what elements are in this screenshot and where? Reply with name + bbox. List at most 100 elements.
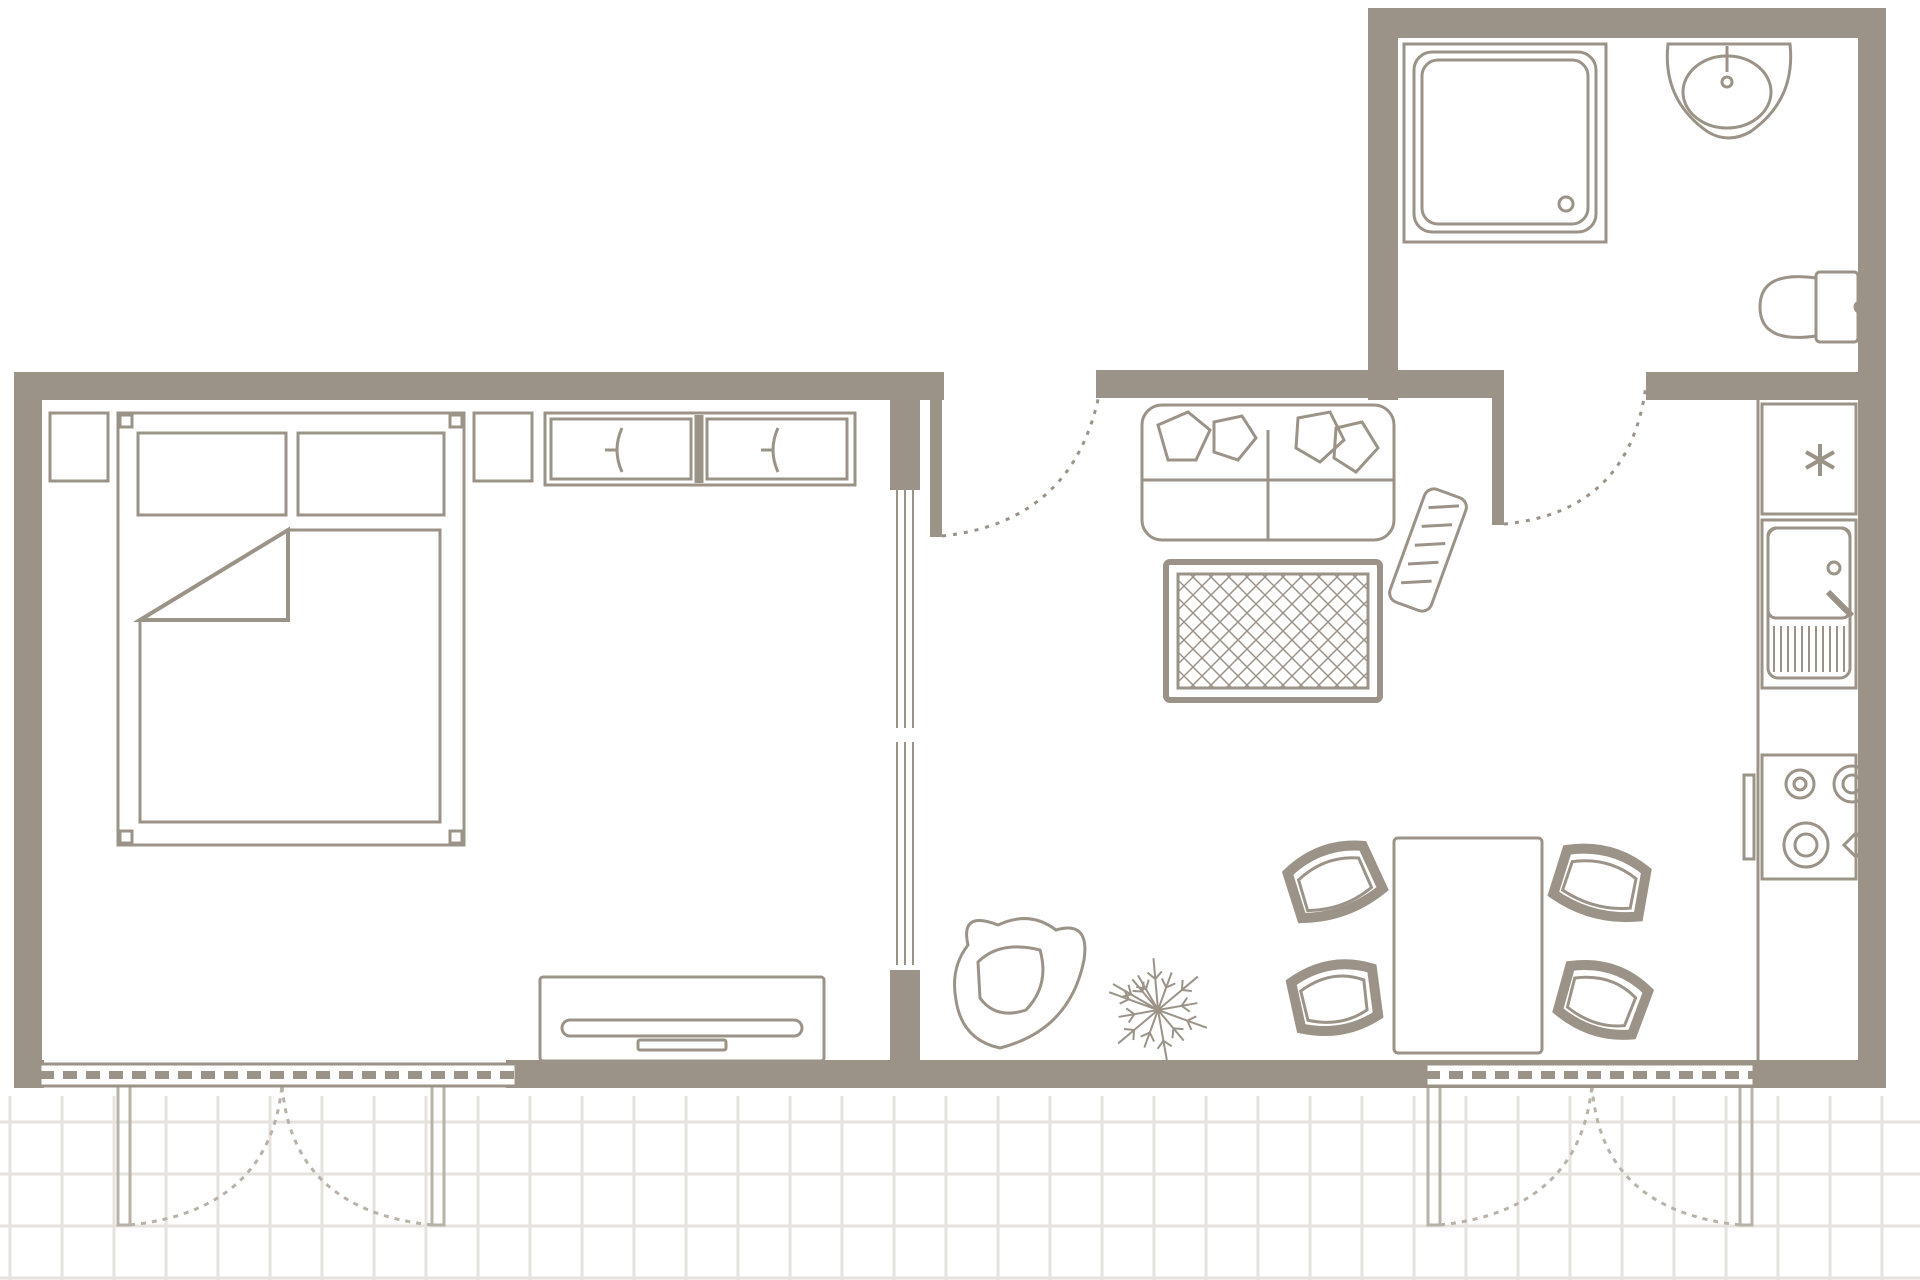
plant-leaf <box>1157 1009 1185 1042</box>
rug-hatch-line <box>1424 574 1538 688</box>
living-furniture <box>953 403 1655 1062</box>
rug-hatch-line <box>1333 652 1368 688</box>
plant-leaflet <box>1180 979 1184 991</box>
door-swings <box>941 384 1648 538</box>
rug-hatch-line <box>1388 574 1502 688</box>
rug <box>1163 559 1592 703</box>
rug-hatch-line <box>1178 574 1233 630</box>
wall-partition-top <box>890 398 920 490</box>
plant-leaflet <box>1127 984 1132 995</box>
tv-console <box>538 975 826 1063</box>
rug-hatch-line <box>1189 574 1305 688</box>
living-window <box>1424 1062 1756 1088</box>
rug-hatch-line <box>1406 574 1520 688</box>
plant-leaflet <box>1181 988 1192 992</box>
rug-hatch-line <box>1460 574 1574 688</box>
plant-leaflet <box>1132 989 1143 993</box>
rug-hatch-line <box>1279 598 1368 688</box>
dining-table <box>1392 836 1544 1055</box>
rug-hatch-line <box>1460 574 1574 688</box>
bedroom-door-swing <box>941 389 1102 538</box>
shower-tray <box>1402 42 1608 244</box>
armchair <box>953 917 1087 1050</box>
rug-hatch-line <box>1178 632 1233 688</box>
rug-hatch-line <box>1370 574 1484 688</box>
terrace-paving <box>0 1096 1920 1280</box>
rug-hatch-line <box>1178 574 1215 612</box>
chair-sw <box>1285 959 1384 1037</box>
wall-bath-left <box>1368 8 1398 400</box>
plant-leaflet <box>1173 1027 1184 1031</box>
plant-leaflet <box>1132 1029 1136 1041</box>
chair-se <box>1552 960 1655 1040</box>
plant-leaflet <box>1186 1020 1193 1031</box>
plant-leaflet <box>1124 1028 1135 1032</box>
plant-leaf <box>1131 978 1159 1011</box>
stove <box>1742 753 1872 881</box>
plant-leaflet <box>1141 981 1145 992</box>
plant-leaflet <box>1156 1040 1165 1050</box>
plant-leaflet <box>1154 970 1163 980</box>
cushion <box>1212 414 1258 462</box>
rug-hatch-line <box>1442 574 1556 688</box>
rug-hatch-line <box>1178 686 1179 688</box>
rug-hatch-line <box>1333 574 1368 610</box>
plant-leaflet <box>1140 1031 1151 1038</box>
wall-bedroom-top <box>14 372 944 400</box>
plant-leaflet <box>1186 1015 1197 1022</box>
plant-leaf <box>1157 972 1173 1011</box>
plant-leaf <box>1118 1009 1159 1018</box>
plant-leaflet <box>1148 1032 1156 1042</box>
plant-leaflet <box>1125 1007 1135 1015</box>
plant-leaf <box>1157 1009 1208 1029</box>
door-leaf-left-b <box>430 1083 446 1227</box>
toilet <box>1758 270 1867 344</box>
plant-leaf <box>1108 991 1159 1011</box>
plant-icon <box>1108 958 1208 1062</box>
wall-bath-door-jamb <box>1492 370 1504 525</box>
plant-leaflet <box>1165 982 1176 989</box>
plant-leaflet <box>1123 989 1130 1000</box>
rug-hatch-line <box>1388 574 1502 688</box>
rug-hatch-line <box>1315 574 1368 628</box>
nightstand-right <box>472 411 534 483</box>
door-leaf-right-a <box>1426 1083 1442 1227</box>
plant-leaflet <box>1127 1013 1136 1024</box>
kitchen-counter <box>1742 400 1872 1060</box>
sliding-glass-partition <box>893 490 917 965</box>
plant-leaf <box>1137 974 1159 1011</box>
sink <box>1760 518 1858 690</box>
sofa <box>1140 403 1396 542</box>
nightstand-left <box>48 411 110 483</box>
plant-leaflet <box>1171 1028 1175 1039</box>
rug-hatch-line <box>1478 574 1592 688</box>
plant-leaflet <box>1145 979 1150 990</box>
plant-leaf <box>1157 975 1199 1011</box>
rug-hatch-line <box>1243 574 1359 688</box>
terrace-door-right <box>1426 1083 1754 1227</box>
rug-hatch-line <box>1178 574 1269 666</box>
plant-leaf <box>1152 958 1159 1011</box>
plant-leaflet <box>1160 978 1168 988</box>
rug-hatch-line <box>1261 580 1368 688</box>
chair-ne <box>1547 843 1652 923</box>
wall-partition-bottom <box>890 970 920 1062</box>
chair-nw <box>1281 840 1389 924</box>
plant-leaf <box>1117 1009 1159 1045</box>
wardrobe <box>543 411 857 487</box>
burner-icon <box>1782 764 1872 869</box>
plant <box>1108 958 1208 1062</box>
door-leaf-left-a <box>116 1083 132 1227</box>
rug-hatch-line <box>1178 574 1251 648</box>
plant-leaflet <box>1181 1005 1191 1013</box>
double-bed <box>116 411 466 847</box>
bathroom-fixtures <box>1402 42 1867 344</box>
rug-hatch-line <box>1442 574 1556 688</box>
door-swing-left-a <box>129 1084 284 1227</box>
cushion <box>1332 420 1380 474</box>
plant-leaf <box>1157 1002 1198 1011</box>
dining-chairs <box>1281 840 1655 1040</box>
wall-kitchen-top <box>1646 372 1886 400</box>
cushion <box>1156 410 1212 462</box>
